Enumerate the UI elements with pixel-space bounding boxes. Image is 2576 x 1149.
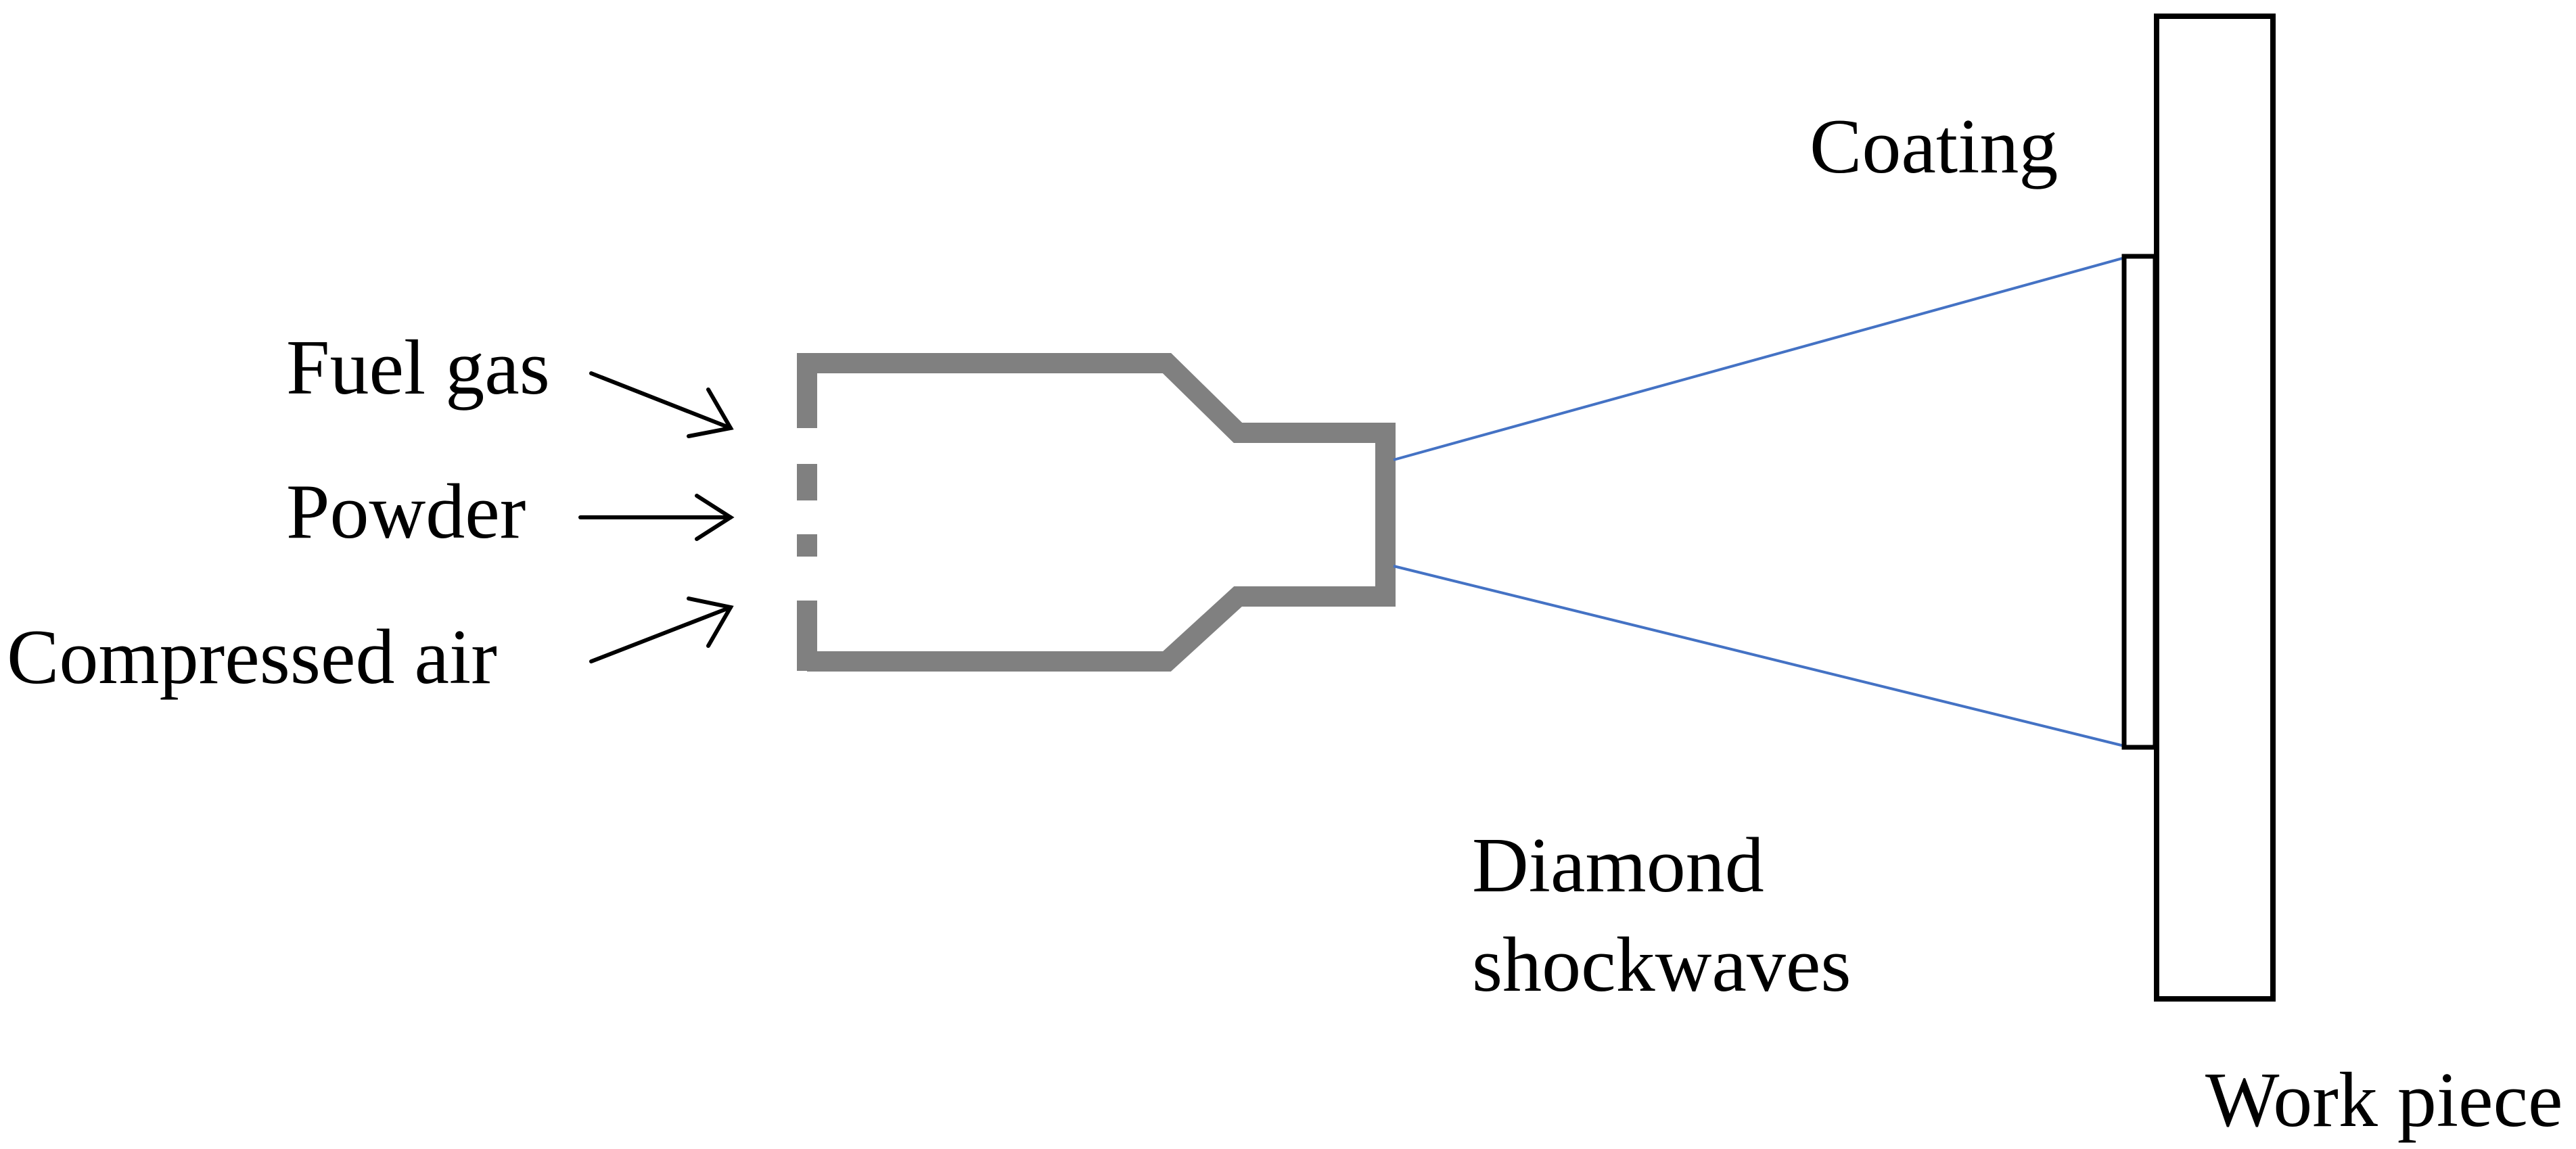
diamond-shockwaves-label-line1: Diamond <box>1472 822 1764 909</box>
compressed-air-arrow <box>589 605 733 663</box>
coating-layer <box>2121 254 2158 750</box>
fuel-gas-label: Fuel gas <box>286 325 550 411</box>
fuel-gas-arrow <box>589 371 733 430</box>
diamond-shockwaves-label-line2: shockwaves <box>1472 922 1852 1008</box>
jet-lower-line <box>1393 565 2130 749</box>
jet-upper-line <box>1393 255 2130 461</box>
work-piece <box>2154 14 2276 1002</box>
nozzle-body-outline <box>807 353 1396 672</box>
compressed-air-label: Compressed air <box>7 614 497 701</box>
powder-label: Powder <box>286 469 526 555</box>
spray-gun-nozzle <box>797 353 1396 672</box>
input-arrows <box>578 371 735 663</box>
work-piece-label: Work piece <box>2205 1057 2563 1144</box>
spray-jet <box>1393 255 2130 749</box>
coating-label: Coating <box>1810 103 2058 190</box>
